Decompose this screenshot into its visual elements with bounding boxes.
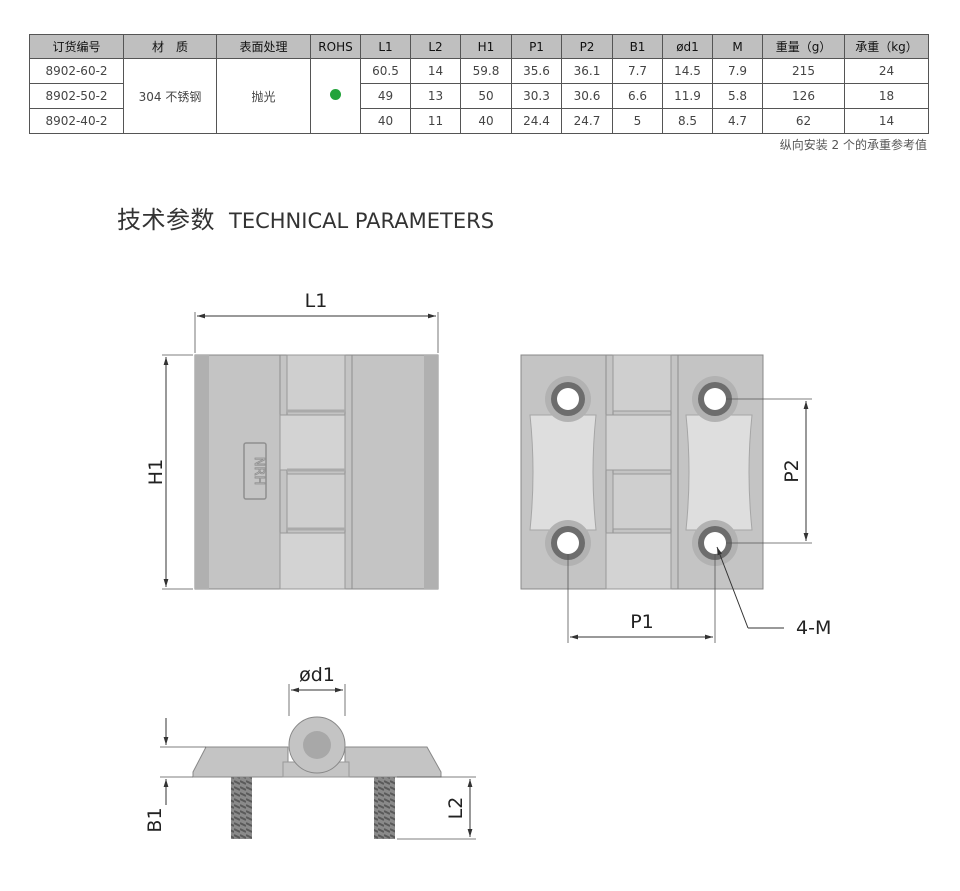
cell-p1: 35.6	[511, 58, 562, 84]
col-header-b1: B1	[612, 34, 663, 59]
cell-h1: 40	[460, 108, 512, 134]
nrh-logo: NRH	[251, 457, 266, 486]
dimension-p1: P1	[567, 554, 716, 643]
dim-label-p1: P1	[630, 611, 654, 633]
dimension-p2: P2	[726, 398, 812, 544]
cell-p2: 30.6	[561, 83, 613, 109]
rohs-status-dot	[330, 89, 341, 100]
cell-code: 8902-50-2	[29, 83, 124, 109]
load-note: 纵向安装 2 个的承重参考值	[779, 138, 927, 152]
table-row: 8902-40-2 40 11 40 24.4 24.7 5 8.5 4.7 6…	[29, 108, 929, 134]
dim-label-b1: B1	[144, 807, 166, 832]
cell-code: 8902-60-2	[29, 58, 124, 84]
cell-m: 4.7	[712, 108, 763, 134]
col-header-l1: L1	[360, 34, 411, 59]
table-row: 8902-60-2 304 不锈钢 抛光 60.5 14 59.8 35.6 3…	[29, 58, 929, 134]
cell-load: 18	[844, 83, 929, 109]
dimension-l2: L2	[397, 776, 476, 840]
cell-d1: 8.5	[662, 108, 713, 134]
section-title-cn: 技术参数	[117, 206, 215, 234]
mounting-hole	[545, 376, 591, 422]
section-title: 技术参数 TECHNICAL PARAMETERS	[117, 200, 494, 235]
threaded-stud	[231, 777, 252, 839]
cell-material: 304 不锈钢	[123, 58, 217, 134]
col-header-h1: H1	[460, 34, 512, 59]
hinge-side-view	[192, 716, 442, 839]
dim-label-4m: 4-M	[796, 617, 831, 639]
cell-b1: 5	[612, 108, 663, 134]
spec-table: 订货编号 材 质 表面处理 ROHS L1 L2 H1 P1 P2 B1 ød1…	[29, 34, 929, 134]
dimension-d1: ød1	[288, 664, 346, 716]
mounting-hole	[692, 376, 738, 422]
hinge-back-view	[520, 354, 764, 590]
dimension-b1: B1	[144, 718, 206, 833]
cell-l2: 13	[410, 83, 461, 109]
threaded-stud	[374, 777, 395, 839]
col-header-l2: L2	[410, 34, 461, 59]
table-row: 8902-50-2 49 13 50 30.3 30.6 6.6 11.9 5.…	[29, 83, 929, 109]
dim-label-p2: P2	[781, 459, 803, 483]
dim-label-d1: ød1	[299, 664, 335, 686]
dim-label-l1: L1	[305, 290, 328, 312]
cell-surface: 抛光	[216, 58, 311, 134]
cell-p2: 24.7	[561, 108, 613, 134]
col-header-d1: ød1	[662, 34, 713, 59]
cell-l2: 11	[410, 108, 461, 134]
col-header-code: 订货编号	[29, 34, 124, 59]
dim-label-h1: H1	[145, 459, 167, 485]
cell-p1: 24.4	[511, 108, 562, 134]
logo-plate	[243, 442, 267, 500]
col-header-p1: P1	[511, 34, 562, 59]
col-header-weight: 重量（g）	[762, 34, 845, 59]
dimension-h1: H1	[145, 354, 193, 590]
cell-p1: 30.3	[511, 83, 562, 109]
hinge-front-view: NRH	[194, 354, 439, 590]
cell-code: 8902-40-2	[29, 108, 124, 134]
section-title-en: TECHNICAL PARAMETERS	[229, 209, 495, 233]
cell-p2: 36.1	[561, 58, 613, 84]
cell-h1: 59.8	[460, 58, 512, 84]
cell-b1: 6.6	[612, 83, 663, 109]
leader-4m: 4-M	[716, 546, 831, 639]
col-header-p2: P2	[561, 34, 613, 59]
cell-l2: 14	[410, 58, 461, 84]
cell-weight: 62	[762, 108, 845, 134]
dimension-l1: L1	[194, 290, 439, 353]
mounting-hole	[545, 520, 591, 566]
dim-label-l2: L2	[445, 797, 467, 820]
cell-load: 14	[844, 108, 929, 134]
